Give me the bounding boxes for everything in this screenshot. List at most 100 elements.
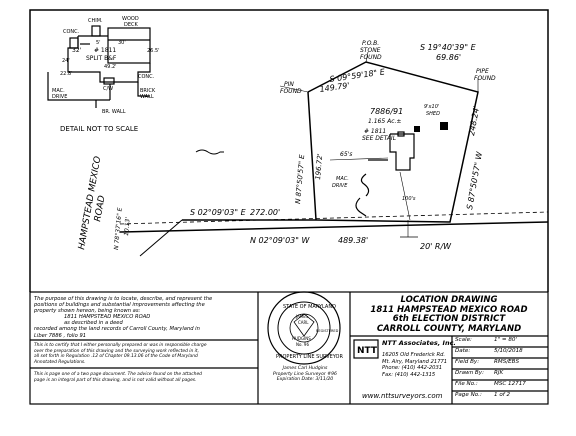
pin-label-1: PIN (284, 81, 294, 88)
road-left-line (139, 219, 183, 257)
lot-addr: # 1811 (364, 128, 386, 135)
drawing-heading: LOCATION DRAWING (400, 295, 498, 305)
house-wood: WOOD (122, 16, 139, 22)
dim-100: 100's (402, 196, 416, 202)
house-dim-228: 22.8' (60, 71, 73, 77)
purpose-line: 1811 HAMPSTEAD MEXICO ROAD (64, 314, 151, 321)
certify-line: all set forth in Regulation .12 of Chapt… (34, 354, 198, 360)
house-conc-top: CONC. (63, 29, 80, 35)
structure-icon (414, 126, 420, 132)
bearing-road: N 02°09'03" W (250, 236, 310, 245)
bearing-bottom: S 02°09'03" E (190, 208, 247, 217)
certify-line: This is to certify that I either persona… (34, 343, 207, 348)
house-dim-5: 5' (96, 40, 101, 46)
pob-label-3: FOUND (360, 54, 382, 61)
pob-label-2: STONE (360, 47, 381, 54)
page-note-block: This is page one of a two page document.… (34, 372, 202, 383)
house-cw: C/W (103, 86, 113, 92)
deed-ref: 7886/91 (370, 107, 403, 116)
purpose-line: positions of buildings and substantial i… (34, 302, 205, 309)
title-line-district: 6th ELECTION DISTRICT (392, 314, 506, 324)
certify-line: Annotated Regulations. (34, 359, 86, 365)
seal-name-3: HUDGINS (292, 336, 311, 341)
certify-block: This is to certify that I either persona… (34, 343, 207, 365)
house-drive: DRIVE (52, 94, 67, 100)
house-mac: MAC. (52, 88, 65, 94)
pin-leader (279, 85, 309, 93)
seal-ring-bottom: PROPERTY LINE SURVEYOR (276, 354, 343, 360)
purpose-line: as described in a deed (64, 320, 123, 327)
company-fax: Fax: (410) 442-1315 (382, 371, 436, 378)
dist-right: 248.24' (467, 105, 481, 136)
shed-icon (440, 122, 448, 130)
pipe-label-2: FOUND (474, 75, 496, 82)
house-wall: WALL (140, 94, 154, 100)
company-addr-2: Mt. Airy, Maryland 21771 (382, 358, 448, 365)
surveyor-expiration: Expiration Date: 3/11/20 (276, 377, 334, 383)
info-value: RMS/EBS (494, 359, 520, 365)
info-value: RJK (494, 370, 504, 376)
surveyor-license: Property Line Surveyor #96 (273, 371, 337, 377)
house-dim-265: 26.5' (147, 48, 160, 54)
info-label: Date: (455, 348, 471, 354)
info-label: Page No.: (455, 392, 482, 398)
house-brick: BRICK (140, 88, 156, 94)
bearing-right: S 87°50'57" W (465, 150, 484, 210)
seal-num: No. 96 (296, 342, 309, 347)
title-block: LOCATION DRAWING 1811 HAMPSTEAD MEXICO R… (350, 295, 548, 334)
house-deck: DECK (124, 22, 139, 28)
page-note-line: This is page one of a two page document.… (34, 372, 202, 377)
bearing-road-left: N 78°37'16" E (113, 207, 124, 250)
info-label: File No.: (455, 381, 478, 387)
dim-65: 65's (340, 151, 352, 158)
road-edge-1 (119, 221, 549, 233)
shed-size: 9'x10' (424, 104, 439, 110)
dist-top-right: 69.86' (436, 53, 461, 62)
company-name: NTT Associates, Inc. (382, 339, 456, 347)
pob-label-1: P.O.B. (362, 40, 379, 47)
dist-left: 196.72' (314, 153, 324, 180)
dist-road-left: 10.13' (123, 216, 132, 236)
info-value: MSC 12717 (494, 381, 526, 387)
title-line-county: CARROLL COUNTY, MARYLAND (376, 323, 522, 334)
shed-label: SHED (426, 111, 440, 117)
company-address-block: 16205 Old Frederick Rd. Mt. Airy, Maryla… (382, 352, 447, 378)
purpose-line: Liber 7886 , folio 91 (34, 332, 87, 339)
house-chim: CHIM. (88, 18, 103, 24)
house-dim-32: 32' (72, 47, 82, 54)
rw-label: 20' R/W (420, 242, 452, 251)
seal-emblem-icon (293, 313, 315, 337)
title-block-frame (29, 291, 549, 405)
company-logo-icon (353, 339, 379, 359)
bearing-top-right: S 19°40'39" E (420, 43, 477, 52)
house-conc-right: CONC. (138, 74, 155, 80)
info-value: 5/10/2018 (494, 348, 523, 354)
dim-65-line (329, 157, 389, 161)
bearing-left: N 87°50'57" E (294, 154, 306, 205)
house-detail (47, 25, 151, 108)
pin-label-2: FOUND (280, 88, 302, 95)
detail-note: DETAIL NOT TO SCALE (60, 125, 138, 133)
company-addr-1: 16205 Old Frederick Rd. (382, 352, 446, 358)
mac-label-1: MAC. (336, 176, 349, 182)
pipe-label-1: PIPE (476, 68, 489, 75)
dim-line (399, 171, 411, 221)
road-centerline (119, 211, 549, 225)
house-dim-49: 49.2' (104, 64, 117, 70)
seal-ring-top: STATE OF MARYLAND (283, 304, 336, 310)
title-line-address: 1811 HAMPSTEAD MEXICO ROAD (370, 304, 528, 315)
house-br-wall: BR. WALL (102, 109, 126, 115)
surveyor-seal (267, 291, 341, 365)
company-phone: Phone: (410) 442-2031 (382, 365, 443, 372)
lot-see-detail: SEE DETAIL (362, 135, 396, 142)
company-logo-text: NTT (357, 346, 378, 356)
dist-road: 489.38' (338, 236, 368, 245)
purpose-line: The purpose of this drawing is to locate… (34, 296, 213, 302)
mac-label-2: DRIVE (332, 183, 348, 189)
house-addr: # 1811 (94, 47, 116, 54)
lot-area: 1.165 Ac.± (368, 118, 401, 125)
page-note-line: page is an integral part of this drawing… (34, 377, 197, 383)
purpose-block: The purpose of this drawing is to locate… (34, 296, 212, 339)
